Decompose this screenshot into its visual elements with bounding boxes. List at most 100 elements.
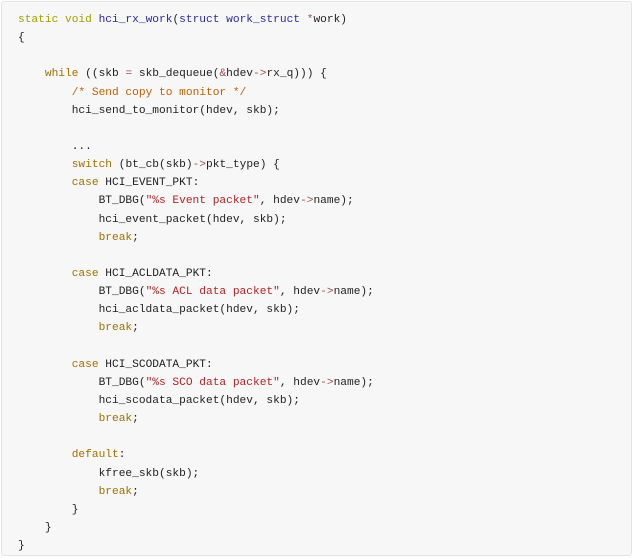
code-line: BT_DBG("%s Event packet", hdev->name); — [18, 192, 631, 210]
code-token: "%s SCO data packet" — [145, 376, 280, 389]
code-token: rx_q))) { — [266, 68, 327, 81]
code-token: } — [18, 540, 25, 553]
code-line — [18, 247, 631, 265]
code-line: hci_acldata_packet(hdev, skb); — [18, 301, 631, 319]
code-token: hdev — [226, 68, 254, 81]
code-token: ... — [18, 140, 92, 153]
code-token — [18, 413, 99, 425]
code-token: (bt_cb(skb) — [112, 159, 193, 172]
code-token: BT_DBG( — [18, 286, 146, 299]
code-token: ((skb — [78, 68, 126, 81]
code-token: break — [98, 413, 133, 426]
code-line: hci_event_packet(hdev, skb); — [18, 211, 631, 229]
code-line: hci_send_to_monitor(hdev, skb); — [18, 102, 631, 120]
code-token: name); — [333, 286, 374, 299]
code-line: { — [18, 29, 631, 47]
code-line: /* Send copy to monitor */ — [18, 84, 631, 102]
code-line: } — [18, 537, 631, 555]
code-token: hci_send_to_monitor(hdev, skb); — [18, 104, 280, 117]
code-token: { — [18, 32, 25, 45]
code-token — [18, 177, 72, 189]
code-line: case HCI_EVENT_PKT: — [18, 174, 631, 192]
code-token: -> — [192, 159, 207, 172]
code-line: } — [18, 519, 631, 537]
code-token — [18, 268, 72, 280]
code-token: "%s Event packet" — [145, 195, 260, 208]
code-token — [18, 232, 99, 244]
code-line — [18, 338, 631, 356]
code-token: case — [71, 177, 99, 190]
code-token: kfree_skb(skb); — [18, 467, 200, 480]
code-line: break; — [18, 410, 631, 428]
code-token: ( — [172, 14, 180, 26]
code-token: case — [71, 267, 99, 280]
code-token: & — [219, 68, 227, 81]
code-token: } — [18, 503, 79, 516]
code-token: -> — [253, 68, 267, 81]
code-token: break — [98, 322, 133, 335]
code-token: default — [71, 449, 119, 462]
code-line: case HCI_ACLDATA_PKT: — [18, 265, 631, 283]
code-token: hci_acldata_packet(hdev, skb); — [18, 304, 300, 317]
code-token: -> — [320, 286, 334, 299]
code-token: -> — [300, 195, 314, 208]
code-token: case — [71, 358, 99, 371]
code-line: switch (bt_cb(skb)->pkt_type) { — [18, 156, 631, 174]
code-line: static void hci_rx_work(struct work_stru… — [18, 11, 631, 29]
code-token: "%s ACL data packet" — [145, 286, 280, 299]
code-token — [18, 322, 99, 334]
code-token — [18, 449, 72, 461]
code-token: BT_DBG( — [18, 195, 146, 208]
code-token: = — [125, 68, 133, 81]
code-token — [18, 87, 72, 99]
code-token: break — [98, 485, 133, 498]
code-token: -> — [320, 376, 334, 389]
code-token: ; — [132, 322, 139, 335]
code-line: break; — [18, 319, 631, 337]
code-token: ; — [132, 485, 139, 498]
code-line: BT_DBG("%s SCO data packet", hdev->name)… — [18, 374, 631, 392]
code-line: while ((skb = skb_dequeue(&hdev->rx_q)))… — [18, 65, 631, 83]
code-token: pkt_type) { — [206, 159, 280, 172]
code-token — [18, 486, 99, 498]
code-token: ; — [132, 231, 139, 244]
code-token — [18, 359, 72, 371]
code-token — [18, 159, 72, 171]
code-token: switch — [71, 159, 113, 172]
code-token: , hdev — [279, 286, 321, 299]
code-line — [18, 120, 631, 138]
code-token: hci_scodata_packet(hdev, skb); — [18, 394, 300, 407]
code-line — [18, 47, 631, 65]
code-token: static void — [18, 14, 99, 26]
code-line: kfree_skb(skb); — [18, 465, 631, 483]
code-token: struct work_struct — [179, 14, 307, 26]
code-token: name); — [333, 376, 374, 389]
code-line: BT_DBG("%s ACL data packet", hdev->name)… — [18, 283, 631, 301]
code-line: break; — [18, 483, 631, 501]
code-token: name); — [313, 195, 354, 208]
code-token: break — [98, 231, 133, 244]
code-token: skb_dequeue( — [132, 68, 220, 81]
code-token — [18, 68, 45, 80]
code-token: HCI_EVENT_PKT: — [98, 177, 200, 190]
code-line: } — [18, 501, 631, 519]
code-token: BT_DBG( — [18, 376, 146, 389]
code-line: default: — [18, 446, 631, 464]
code-token: } — [18, 521, 52, 534]
code-line: ... — [18, 138, 631, 156]
code-token: HCI_SCODATA_PKT: — [98, 358, 213, 371]
code-token: while — [44, 68, 79, 81]
code-line: hci_scodata_packet(hdev, skb); — [18, 392, 631, 410]
code-token: work) — [313, 14, 348, 26]
code-token: HCI_ACLDATA_PKT: — [98, 267, 213, 280]
code-token: * — [306, 14, 314, 26]
code-token: ; — [132, 413, 139, 426]
code-token: , hdev — [259, 195, 300, 208]
code-token: /* Send copy to monitor */ — [71, 86, 247, 99]
code-token: hci_rx_work — [98, 14, 173, 26]
code-token: hci_event_packet(hdev, skb); — [18, 213, 287, 226]
code-line — [18, 428, 631, 446]
code-line: case HCI_SCODATA_PKT: — [18, 356, 631, 374]
code-line: break; — [18, 229, 631, 247]
